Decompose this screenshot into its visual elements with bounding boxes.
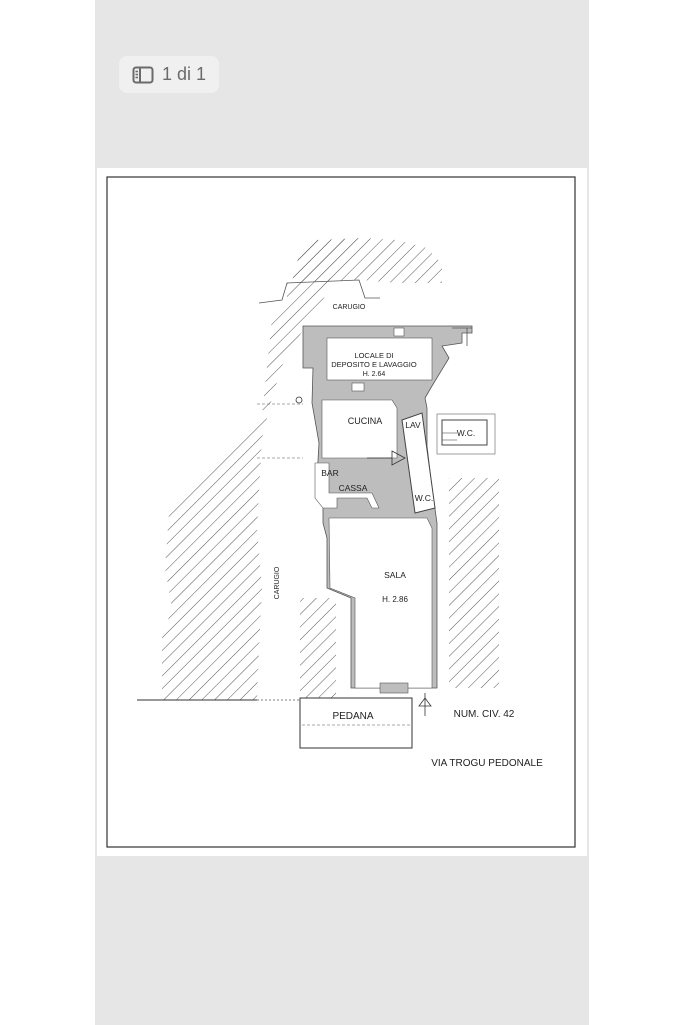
label-carugio-top: CARUGIO — [333, 304, 366, 311]
label-bar: BAR — [321, 468, 338, 478]
label-lav: LAV — [405, 420, 421, 430]
document-viewer: 1 di 1 — [95, 0, 589, 1025]
label-wc-inner: W.C. — [415, 493, 433, 503]
page-counter[interactable]: 1 di 1 — [119, 56, 219, 93]
label-sala: SALA — [384, 570, 406, 580]
label-deposito-line1: LOCALE DI — [354, 351, 393, 360]
label-num-civ: NUM. CIV. 42 — [454, 709, 515, 720]
sidebar-panel-icon — [132, 66, 154, 84]
room-bar — [314, 462, 380, 509]
label-wc-right: W.C. — [457, 428, 475, 438]
label-carugio-side: CARUGIO — [274, 566, 281, 599]
label-deposito-line2: DEPOSITO E LAVAGGIO — [331, 360, 417, 369]
label-cassa: CASSA — [339, 483, 368, 493]
label-via: VIA TROGU PEDONALE — [431, 758, 543, 769]
drawing-frame — [106, 176, 576, 848]
room-lav-wc — [401, 412, 436, 514]
hatched-terrain-right — [449, 478, 499, 688]
page-counter-label: 1 di 1 — [161, 64, 207, 84]
hatched-terrain-left — [162, 238, 365, 700]
document-page: CARUGIO LOCALE DI DEPOSITO E LAVAGGIO H.… — [97, 168, 587, 856]
room-wc-right — [441, 419, 488, 446]
hatched-block-bottom-left — [300, 598, 336, 698]
label-deposito-height: H. 2.64 — [363, 371, 386, 378]
floor-plan-drawing: CARUGIO LOCALE DI DEPOSITO E LAVAGGIO H.… — [106, 176, 576, 848]
room-deposito — [326, 337, 433, 381]
label-sala-height: H. 2.86 — [382, 595, 408, 604]
label-cucina: CUCINA — [348, 416, 383, 426]
room-sala — [328, 517, 433, 689]
room-cucina — [321, 399, 398, 459]
hatched-terrain-top — [287, 238, 442, 300]
pedana-platform — [299, 697, 413, 749]
label-pedana: PEDANA — [332, 711, 373, 722]
